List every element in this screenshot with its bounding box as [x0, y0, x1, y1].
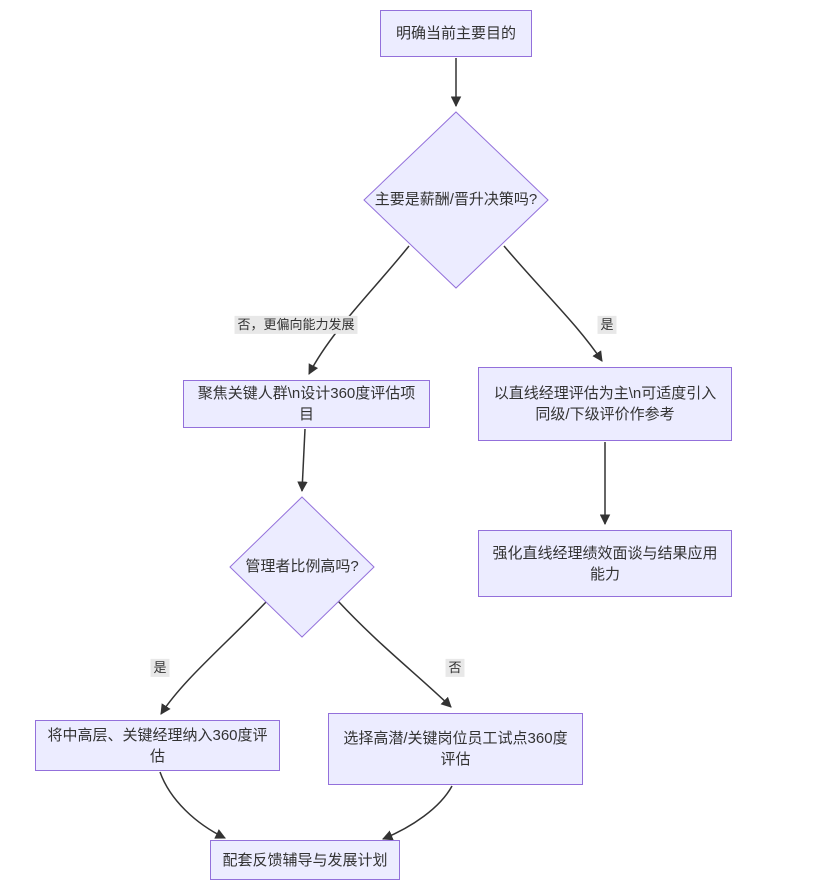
- edge-label-yes-2: 是: [150, 658, 170, 678]
- edge-decision2-to-include: [160, 600, 268, 715]
- edge-include-to-support: [159, 771, 226, 839]
- node-decision2-label: 管理者比例高吗?: [245, 558, 359, 576]
- node-purpose: 明确当前主要目的: [380, 10, 532, 57]
- node-manager-based: 以直线经理评估为主\n可适度引入同级/下级评价作参考: [478, 367, 732, 441]
- edge-decision1-to-focus: [308, 245, 410, 375]
- edge-label-no-development: 否，更偏向能力发展: [234, 315, 358, 335]
- decision1-diamond: [363, 111, 549, 289]
- edge-decision1-to-manager: [503, 245, 603, 362]
- node-strengthen: 强化直线经理绩效面谈与结果应用能力: [478, 530, 732, 597]
- decision2-diamond: [229, 496, 375, 638]
- edge-focus-to-decision2: [297, 428, 308, 493]
- edge-label-yes-1: 是: [597, 315, 617, 335]
- node-support: 配套反馈辅导与发展计划: [210, 840, 400, 880]
- edge-decision2-to-pilot: [337, 600, 452, 708]
- edge-label-no-2: 否: [445, 658, 465, 678]
- node-include-mid: 将中高层、关键经理纳入360度评估: [35, 720, 280, 771]
- node-pilot: 选择高潜/关键岗位员工试点360度评估: [328, 713, 583, 785]
- edge-pilot-to-support: [382, 785, 453, 841]
- node-decision1-label: 主要是薪酬/晋升决策吗?: [374, 191, 538, 209]
- node-focus: 聚焦关键人群\n设计360度评估项目: [183, 380, 430, 428]
